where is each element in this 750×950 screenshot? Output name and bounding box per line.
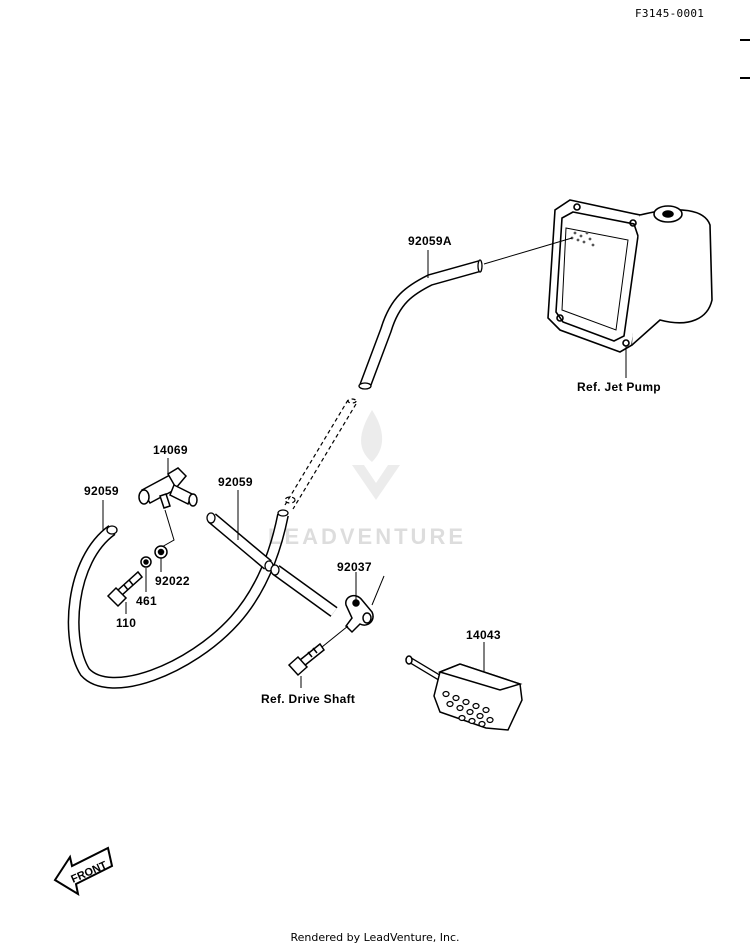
hose-92059-mid: [206, 512, 274, 572]
clamp-92037: [345, 594, 374, 634]
bolt-drive-shaft: [287, 642, 326, 677]
label-ref-drive-shaft[interactable]: Ref. Drive Shaft: [261, 692, 356, 706]
hose-92059-left: [67, 509, 289, 689]
bolt-110: [106, 570, 144, 608]
leader-92059a-pump: [483, 237, 573, 265]
jet-pump: [547, 199, 713, 353]
dashed-tube: [284, 398, 357, 510]
label-92059-left[interactable]: 92059: [84, 484, 119, 498]
label-14043[interactable]: 14043: [466, 628, 501, 642]
leader-92037-up: [371, 575, 385, 606]
washer-92022: [154, 545, 168, 559]
leader-14069-washer: [159, 509, 175, 549]
washer-461: [140, 556, 152, 568]
label-14069[interactable]: 14069: [153, 443, 188, 457]
hose-92059a: [358, 259, 483, 390]
fitting-14069: [138, 467, 198, 509]
label-92037[interactable]: 92037: [337, 560, 372, 574]
front-arrow: [53, 846, 114, 897]
footer-credit: Rendered by LeadVenture, Inc.: [290, 931, 460, 944]
label-92022[interactable]: 92022: [155, 574, 190, 588]
label-92059-mid[interactable]: 92059: [218, 475, 253, 489]
label-461[interactable]: 461: [136, 594, 157, 608]
watermark-text: LEADVENTURE: [268, 524, 467, 549]
label-92059a[interactable]: 92059A: [408, 234, 452, 248]
diagram-code: F3145-0001: [635, 7, 705, 20]
hose-segment: [270, 564, 338, 617]
watermark-logo: [352, 410, 400, 500]
leader-drive-shaft-bolt: [321, 625, 349, 648]
label-ref-jet-pump[interactable]: Ref. Jet Pump: [577, 380, 661, 394]
strainer-14043: [405, 655, 523, 731]
label-110[interactable]: 110: [116, 616, 137, 630]
